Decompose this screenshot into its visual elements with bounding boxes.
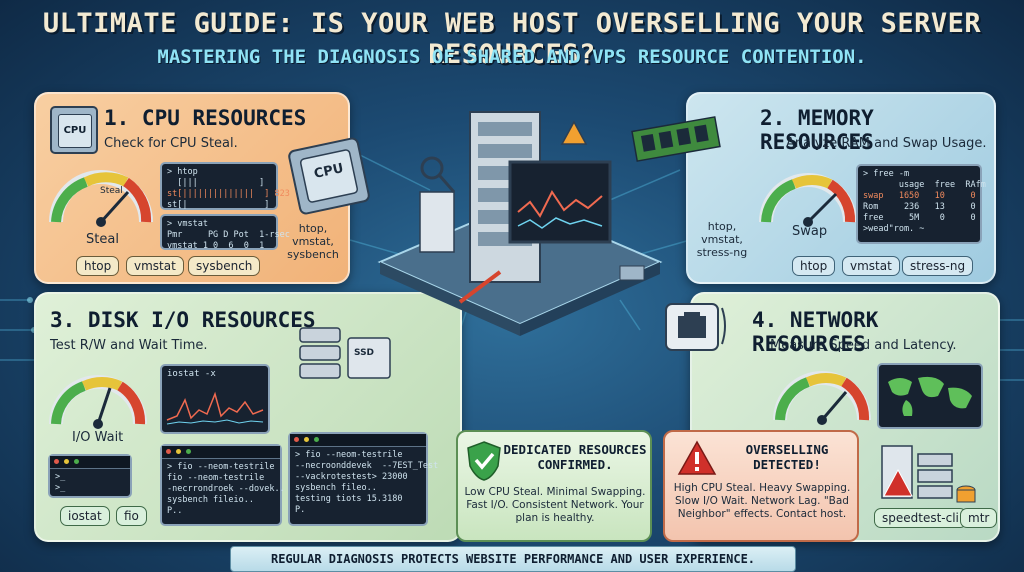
overselling-text: High CPU Steal. Heavy Swapping. Slow I/O…	[673, 482, 851, 520]
dedicated-title: DEDICATED RESOURCES CONFIRMED.	[503, 442, 647, 472]
disk-sysbench-terminal: > fio --neom-testrile--necroonddevek --7…	[288, 432, 438, 526]
disk-title: 3. DISK I/O RESOURCES	[50, 308, 316, 332]
cpu-gauge-inner-label: Steal	[100, 186, 123, 196]
ethernet-port-icon	[665, 303, 726, 351]
overselling-title: OVERSELLING DETECTED!	[745, 442, 829, 472]
floating-cpu-chip-icon	[288, 137, 370, 215]
dedicated-text: Low CPU Steal. Minimal Swapping. Fast I/…	[464, 486, 646, 524]
memory-title: 2. MEMORY RESOURCES	[760, 106, 874, 154]
disk-desc: Test R/W and Wait Time.	[50, 338, 208, 353]
chip-stress-ng: stress-ng	[902, 256, 974, 276]
memory-gauge-label: Swap	[792, 224, 828, 239]
cpu-desc: Check for CPU Steal.	[104, 136, 238, 151]
chip-htop: htop	[76, 256, 120, 276]
floating-ram-module-icon	[631, 116, 721, 162]
overselling-box: OVERSELLING DETECTED! High CPU Steal. He…	[663, 430, 859, 542]
disk-gauge-label: I/O Wait	[72, 430, 124, 445]
page-subtitle: MASTERING THE DIAGNOSIS OF SHARED AND VP…	[157, 46, 867, 68]
warning-triangle-icon	[677, 440, 717, 475]
chip-sysbench: sysbench	[188, 256, 261, 276]
chip-iostat: iostat	[60, 506, 110, 526]
footer-banner: REGULAR DIAGNOSIS PROTECTS WEBSITE PERFO…	[230, 546, 796, 572]
disk-shell-terminal: >_>_	[48, 454, 132, 498]
cpu-steal-gauge	[49, 170, 153, 227]
ssd-label: SSD	[354, 348, 375, 358]
cpu-chip-icon: CPU	[50, 106, 98, 154]
chip-vmstat: vmstat	[126, 256, 184, 276]
memory-panel: 2. MEMORY RESOURCES Analyze RAM and Swap…	[686, 92, 996, 284]
chip-fio: fio	[116, 506, 147, 526]
cpu-panel: CPU 1. CPU RESOURCES Check for CPU Steal…	[34, 92, 350, 284]
chip-htop-mem: htop	[792, 256, 836, 276]
cpu-tools-list: htop,vmstat,sysbench	[287, 222, 339, 261]
disk-io-wait-gauge	[49, 375, 147, 429]
network-speed-gauge	[773, 371, 871, 425]
iostat-line-graph	[166, 391, 264, 425]
page-title: ULTIMATE GUIDE: IS YOUR WEB HOST OVERSEL…	[42, 8, 982, 70]
disk-drives-icon	[299, 327, 391, 379]
server-rack-alert-icon	[881, 445, 976, 503]
memory-tools-list: htop,vmstat,stress-ng	[696, 220, 748, 259]
memory-swap-gauge	[759, 173, 857, 227]
central-server-illustration	[377, 111, 663, 336]
chip-mtr: mtr	[960, 508, 998, 528]
chip-vmstat-mem: vmstat	[842, 256, 900, 276]
cpu-gauge-label: Steal	[86, 232, 119, 247]
network-desc: Measure Speed and Latency.	[770, 338, 957, 353]
disk-panel: 3. DISK I/O RESOURCES Test R/W and Wait …	[34, 292, 462, 542]
memory-free-terminal: > free -m usage free RAfm swap 1650 10 0…	[856, 164, 986, 244]
shield-check-icon	[467, 441, 501, 481]
world-map-icon	[877, 363, 983, 429]
cpu-title: 1. CPU RESOURCES	[104, 106, 307, 130]
memory-desc: Analyze RAM and Swap Usage.	[786, 136, 987, 151]
chip-speedtest-cli: speedtest-cli	[874, 508, 967, 528]
network-title: 4. NETWORK RESOURCES	[752, 308, 879, 356]
dedicated-resources-box: DEDICATED RESOURCES CONFIRMED. Low CPU S…	[456, 430, 652, 542]
disk-iostat-graph: iostat -x	[160, 364, 270, 434]
